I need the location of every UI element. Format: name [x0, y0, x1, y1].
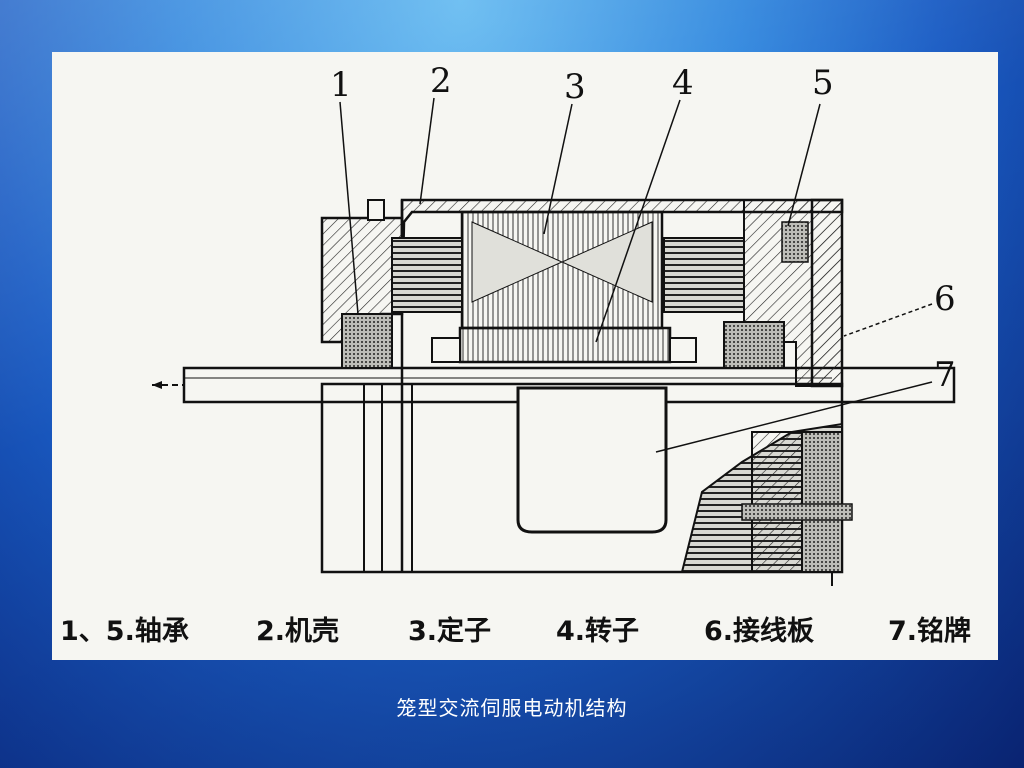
- callout-1: 1: [330, 65, 352, 105]
- slide-caption: 笼型交流伺服电动机结构: [396, 696, 628, 720]
- legend-nameplate: 7.铭牌: [888, 616, 971, 647]
- motor-structure-figure: 1 2 3 4 5 6 7 1、5.轴承 2.机壳 3.定子 4.转子 6.接线…: [52, 52, 998, 660]
- legend-stator: 3.定子: [408, 615, 491, 647]
- callout-6: 6: [934, 279, 956, 319]
- legend-rotor: 4.转子: [556, 616, 639, 647]
- bearing-right: [723, 321, 785, 369]
- terminal-board: [810, 198, 844, 388]
- stator-winding-left: [391, 237, 463, 313]
- stator-winding-right: [663, 237, 745, 313]
- callout-2: 2: [430, 61, 452, 101]
- callout-4: 4: [672, 63, 694, 103]
- legend-housing: 2.机壳: [256, 616, 339, 647]
- callout-7: 7: [934, 355, 956, 395]
- legend-bearing: 1、5.轴承: [60, 616, 189, 647]
- legend-terminal-board: 6.接线板: [704, 616, 814, 647]
- motor-cross-section-drawing: 1 2 3 4 5 6 7 1、5.轴承 2.机壳 3.定子 4.转子 6.接线…: [60, 61, 971, 647]
- callout-5: 5: [812, 63, 834, 103]
- callout-3: 3: [564, 67, 586, 107]
- rotor-core: [458, 326, 672, 364]
- bearing-left: [341, 313, 393, 369]
- nameplate: [516, 386, 668, 534]
